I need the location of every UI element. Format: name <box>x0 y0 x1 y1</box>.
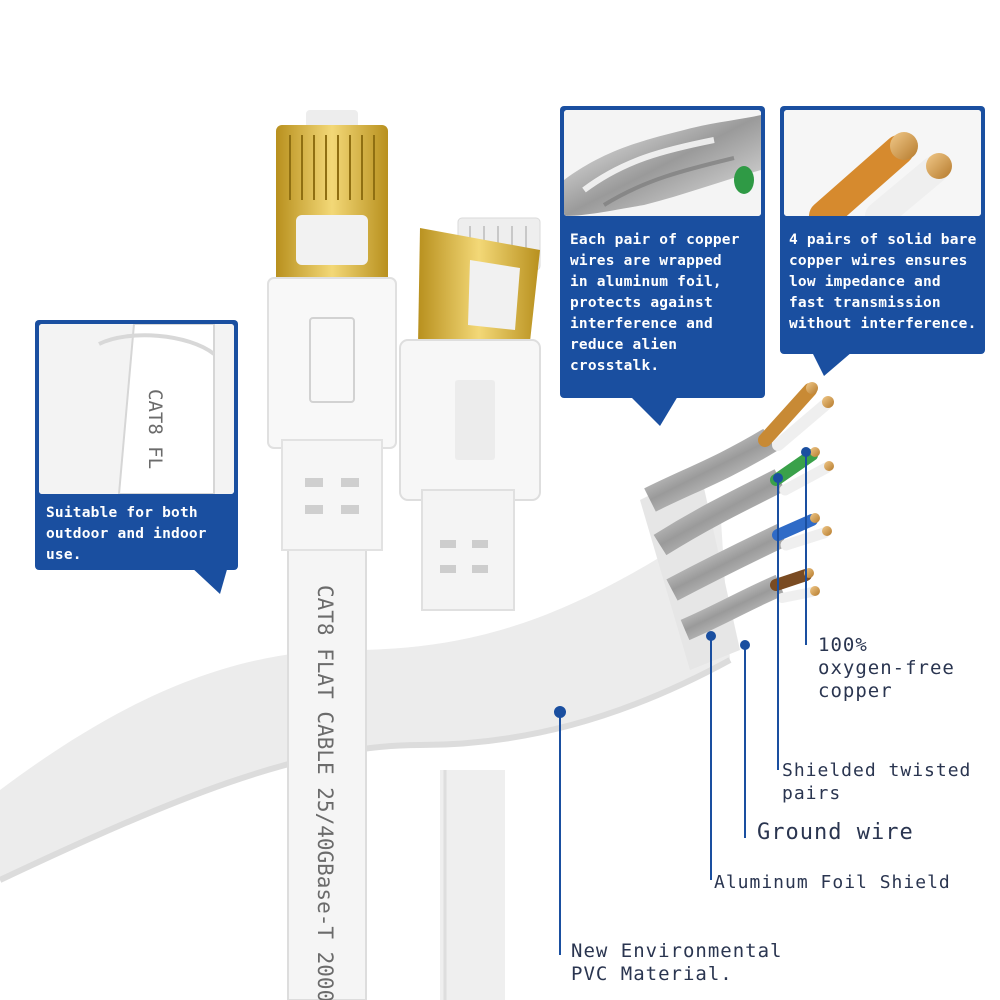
background-cable-edge <box>0 657 732 883</box>
label-ground-wire: Ground wire <box>757 820 914 845</box>
callout-solid-copper: 4 pairs of solid bare copper wires ensur… <box>780 106 985 354</box>
label-shielded-twisted-pairs: Shielded twisted pairs <box>782 760 972 804</box>
callout-middle-pointer <box>630 396 678 426</box>
callout-outdoor-text: Suitable for both outdoor and indoor use… <box>46 505 207 563</box>
callout-aluminum-foil: Each pair of copper wires are wrapped in… <box>560 106 765 398</box>
inset-print-text: CAT8 FL <box>144 389 166 469</box>
label-oxygen-free-copper: 100% oxygen-free copper <box>818 634 955 702</box>
rj45-connector-side <box>399 217 541 611</box>
callout-left-pointer <box>190 566 228 594</box>
flat-cable-closeup: CAT8 FL <box>39 324 234 494</box>
callout-foil-text: Each pair of copper wires are wrapped in… <box>570 232 740 374</box>
exposed-wire-bundle <box>640 382 834 670</box>
cable-print-text: CAT8 FLAT CABLE 25/40GBase-T 2000MH <box>313 585 337 1000</box>
main-flat-cable <box>287 519 367 1000</box>
lower-cable-ribbon <box>440 770 505 1000</box>
callout-copper-inset <box>784 110 981 216</box>
foil-wrapped-pairs-image <box>564 110 761 216</box>
annotation-leaders <box>554 447 811 955</box>
callout-inset-image: CAT8 FL <box>39 324 234 494</box>
callout-outdoor-indoor: CAT8 FL Suitable for both outdoor and in… <box>35 320 238 570</box>
label-pvc-material: New Environmental PVC Material. <box>571 940 783 985</box>
label-aluminum-foil-shield: Aluminum Foil Shield <box>714 872 951 893</box>
copper-wire-pair-image <box>784 110 981 216</box>
rj45-connector-front <box>267 110 397 551</box>
callout-copper-text: 4 pairs of solid bare copper wires ensur… <box>789 232 977 332</box>
callout-foil-inset <box>564 110 761 216</box>
callout-right-pointer <box>812 352 852 376</box>
